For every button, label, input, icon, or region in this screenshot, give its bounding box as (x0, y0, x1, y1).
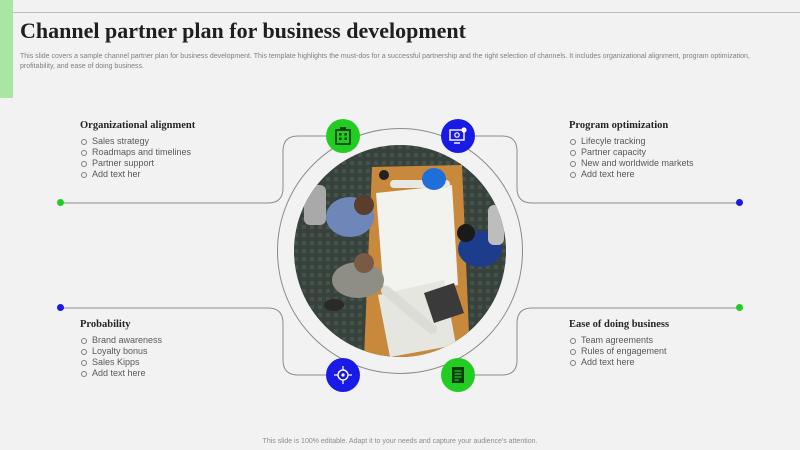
list-item: Add text here (80, 368, 162, 379)
list-item: Roadmaps and timelines (80, 147, 195, 158)
list-item: Loyalty bonus (80, 346, 162, 357)
footer-note: This slide is 100% editable. Adapt it to… (262, 438, 538, 445)
section-heading: Ease of doing business (569, 319, 670, 330)
list-item: Brand awareness (80, 335, 162, 346)
clipboard-list-icon (441, 358, 475, 392)
section-ease-of-doing-business: Ease of doing business Team agreements R… (569, 319, 669, 368)
section-probability: Probability Brand awareness Loyalty bonu… (80, 319, 162, 379)
section-heading: Organizational alignment (80, 120, 196, 131)
connector-dot (57, 304, 64, 311)
monitor-settings-icon (441, 119, 475, 153)
connector-dot (736, 304, 743, 311)
target-network-icon (326, 358, 360, 392)
list-item: Add text here (569, 169, 694, 180)
page-subtitle: This slide covers a sample channel partn… (20, 53, 750, 70)
section-heading: Program optimization (569, 120, 669, 131)
list-item: New and worldwide markets (569, 158, 694, 169)
list-item: Sales Kipps (80, 357, 162, 368)
page-title: Channel partner plan for business develo… (20, 18, 466, 43)
connector-dot (736, 199, 743, 206)
list-item: Lifecyle tracking (569, 136, 694, 147)
list-item: Partner capacity (569, 147, 694, 158)
list-item: Add text here (569, 357, 669, 368)
list-item: Sales strategy (80, 136, 195, 147)
list-item: Rules of engagement (569, 346, 669, 357)
list-item: Add text her (80, 169, 195, 180)
outer-ring (277, 128, 523, 374)
list-item: Partner support (80, 158, 195, 169)
section-program-optimization: Program optimization Lifecyle tracking P… (569, 120, 694, 180)
section-organizational-alignment: Organizational alignment Sales strategy … (80, 120, 195, 180)
list-item: Team agreements (569, 335, 669, 346)
team-meeting-photo (294, 145, 506, 357)
connector-dot (57, 199, 64, 206)
section-heading: Probability (80, 319, 131, 330)
office-building-icon (326, 119, 360, 153)
top-divider (0, 12, 800, 13)
accent-bar (0, 0, 13, 98)
